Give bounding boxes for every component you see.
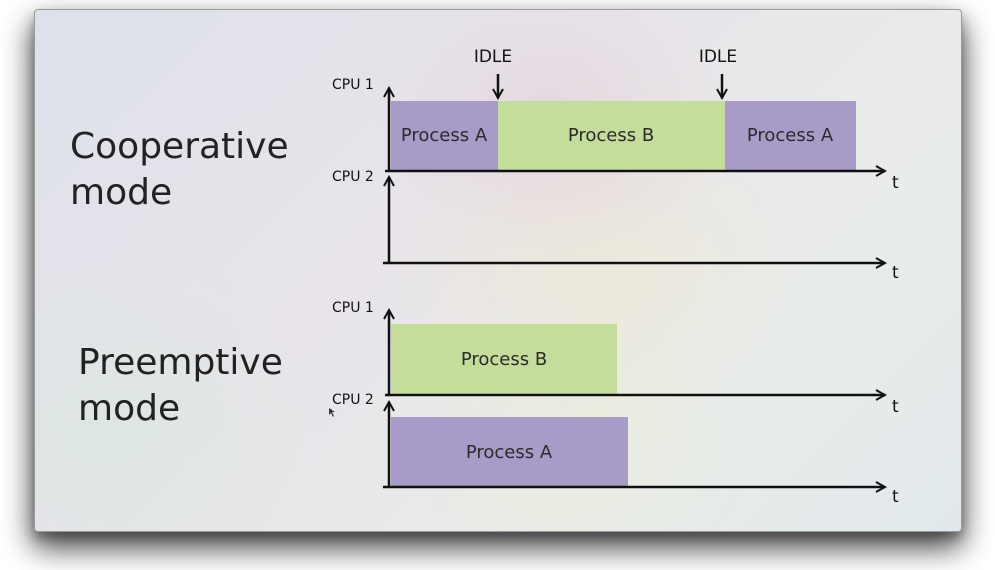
coop-process-b-box xyxy=(498,101,725,170)
coop-process-b-label: Process B xyxy=(568,125,654,146)
coop-cpu1-process-b: Process B xyxy=(498,101,725,170)
coop-process-a-2-box xyxy=(725,101,856,170)
preemptive-mode-title: Preemptive mode xyxy=(78,340,283,432)
pre-time-label-2: t xyxy=(892,487,899,507)
cooperative-title-line2: mode xyxy=(70,172,173,213)
slide: Cooperative mode Preemptive mode Process… xyxy=(34,9,962,532)
pre-time-label-1: t xyxy=(892,397,899,417)
coop-process-a-2-label: Process A xyxy=(747,125,834,146)
preemptive-title-line2: mode xyxy=(78,388,181,429)
pre-process-a-label: Process A xyxy=(466,442,553,463)
coop-cpu1-process-a-1: Process A xyxy=(391,101,498,170)
mouse-cursor-icon xyxy=(329,408,335,417)
pre-cpu2-process-a: Process A xyxy=(391,417,628,486)
pre-cpu2-label: CPU 2 xyxy=(332,392,374,408)
cooperative-title-line1: Cooperative xyxy=(70,126,289,167)
idle-label-1: IDLE xyxy=(474,47,512,67)
cooperative-mode-title: Cooperative mode xyxy=(70,124,289,216)
coop-cpu1-process-a-2: Process A xyxy=(725,101,856,170)
preemptive-title-line1: Preemptive xyxy=(78,342,283,383)
coop-time-label-2: t xyxy=(892,263,899,283)
pre-process-a-box xyxy=(391,417,628,486)
coop-process-a-1-label: Process A xyxy=(401,125,488,146)
coop-process-a-1-box xyxy=(391,101,498,170)
pre-cpu1-label: CPU 1 xyxy=(332,300,374,316)
coop-cpu2-label: CPU 2 xyxy=(332,169,374,185)
pre-cpu1-process-b: Process B xyxy=(391,324,617,394)
pre-process-b-box xyxy=(391,324,617,394)
idle-label-2: IDLE xyxy=(699,47,737,67)
scheduling-diagram: Process A Process B Process A CPU 1 CPU … xyxy=(329,47,899,507)
pre-process-b-label: Process B xyxy=(461,349,547,370)
coop-cpu1-label: CPU 1 xyxy=(332,77,374,93)
coop-time-label-1: t xyxy=(892,173,899,193)
